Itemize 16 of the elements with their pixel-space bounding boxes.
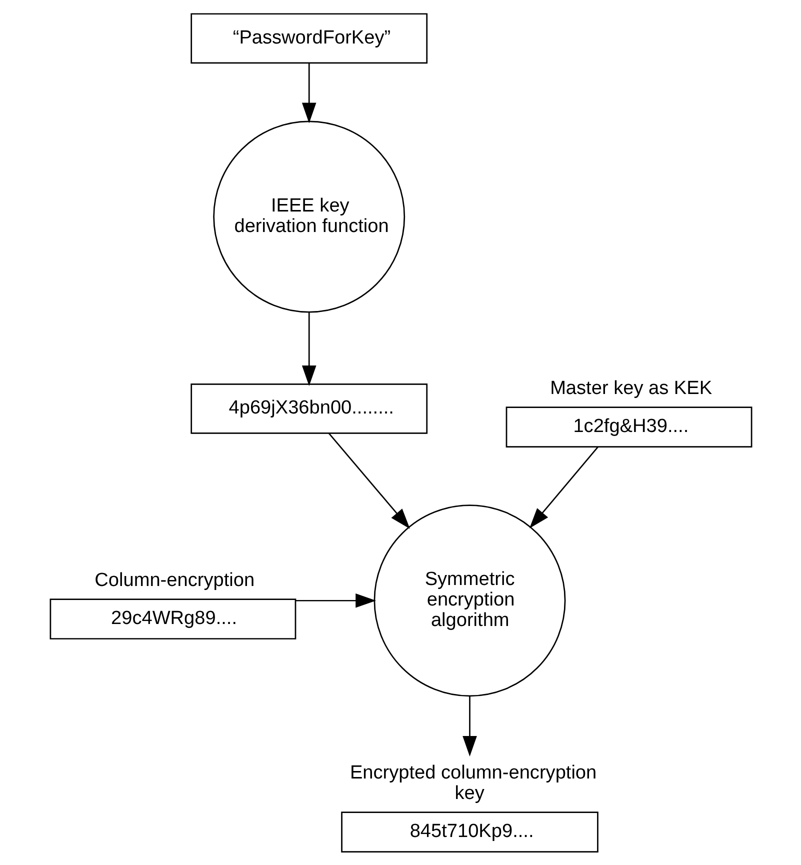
node-box: 4p69jX36bn00........	[190, 384, 428, 434]
arrow	[462, 696, 476, 756]
arrow	[528, 446, 598, 528]
node-label: Column-encryption	[94, 570, 254, 591]
arrow	[328, 432, 410, 529]
arrow	[301, 63, 316, 124]
arrow	[295, 593, 376, 608]
node-circle: IEEE key derivation function	[212, 120, 405, 313]
node-box: 29c4WRg89....	[49, 598, 296, 640]
node-circle: Symmetric encryption algorithm	[373, 504, 566, 697]
node-label: Encrypted column-encryption key	[349, 762, 596, 804]
node-box: 1c2fg&H39....	[505, 406, 752, 448]
node-box: “PasswordForKey”	[190, 13, 428, 64]
node-label: Master key as KEK	[550, 378, 712, 399]
node-box: 845t710Kp9....	[340, 812, 598, 852]
arrow	[301, 312, 316, 386]
